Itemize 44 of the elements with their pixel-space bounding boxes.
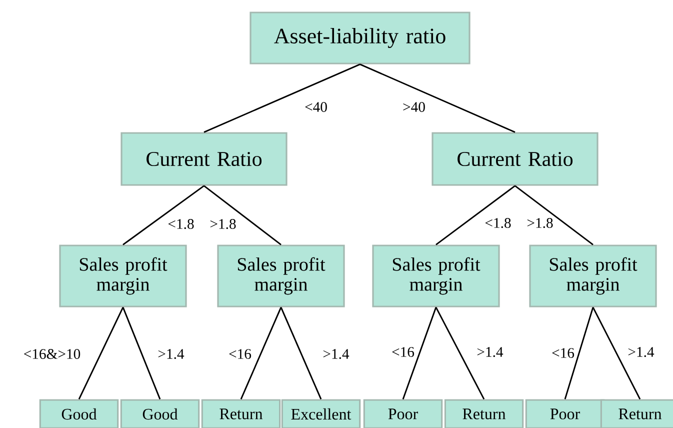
- edge-label: >1.4: [158, 349, 184, 359]
- branch-line: [204, 64, 360, 133]
- edge-label: <16: [392, 347, 414, 357]
- outcome-box: Poor: [525, 399, 605, 428]
- decision-box: Current Ratio: [120, 132, 288, 186]
- branch-line: [122, 185, 204, 246]
- outcome-box: Return: [201, 399, 281, 428]
- branch-line: [78, 306, 124, 400]
- edge-label: >1.8: [210, 219, 236, 229]
- edge-label: <1.8: [485, 218, 511, 228]
- edge-label: >1.4: [477, 347, 504, 357]
- branch-line: [564, 307, 594, 400]
- decision-box: Sales profit margin: [217, 244, 345, 308]
- edge-label: >40: [403, 102, 425, 112]
- edge-label: <16: [229, 349, 252, 359]
- outcome-box: Return: [600, 399, 673, 428]
- outcome-box: Return: [444, 399, 524, 428]
- outcome-box: Good: [39, 399, 119, 428]
- branch-line: [280, 307, 322, 400]
- decision-box: Current Ratio: [432, 132, 598, 186]
- edge-label: <16: [552, 348, 574, 358]
- decision-box: Sales profit margin: [372, 244, 500, 308]
- branch-line: [204, 185, 282, 246]
- branch-line: [122, 307, 161, 400]
- outcome-box: Good: [120, 399, 200, 428]
- node-label: Poor: [550, 408, 580, 420]
- decision-box: Asset-liability ratio: [250, 12, 470, 64]
- branch-line: [435, 306, 485, 400]
- outcome-box: Poor: [363, 399, 443, 428]
- decision-box: Sales profit margin: [529, 244, 657, 308]
- branch-line: [240, 307, 282, 400]
- branch-line: [436, 185, 516, 246]
- edge-label: <40: [305, 102, 327, 112]
- outcome-box: Excellent: [281, 399, 361, 428]
- edge-label: >1.4: [323, 349, 350, 359]
- edge-label: >1.8: [527, 218, 553, 228]
- branch-line: [592, 306, 641, 400]
- branch-line: [514, 185, 594, 246]
- decision-box: Sales profit margin: [59, 244, 187, 308]
- branch-line: [402, 307, 437, 400]
- edge-label: >1.4: [628, 347, 654, 357]
- branch-line: [360, 64, 516, 133]
- edge-label: <16&>10: [24, 349, 80, 359]
- edge-label: <1.8: [168, 219, 194, 229]
